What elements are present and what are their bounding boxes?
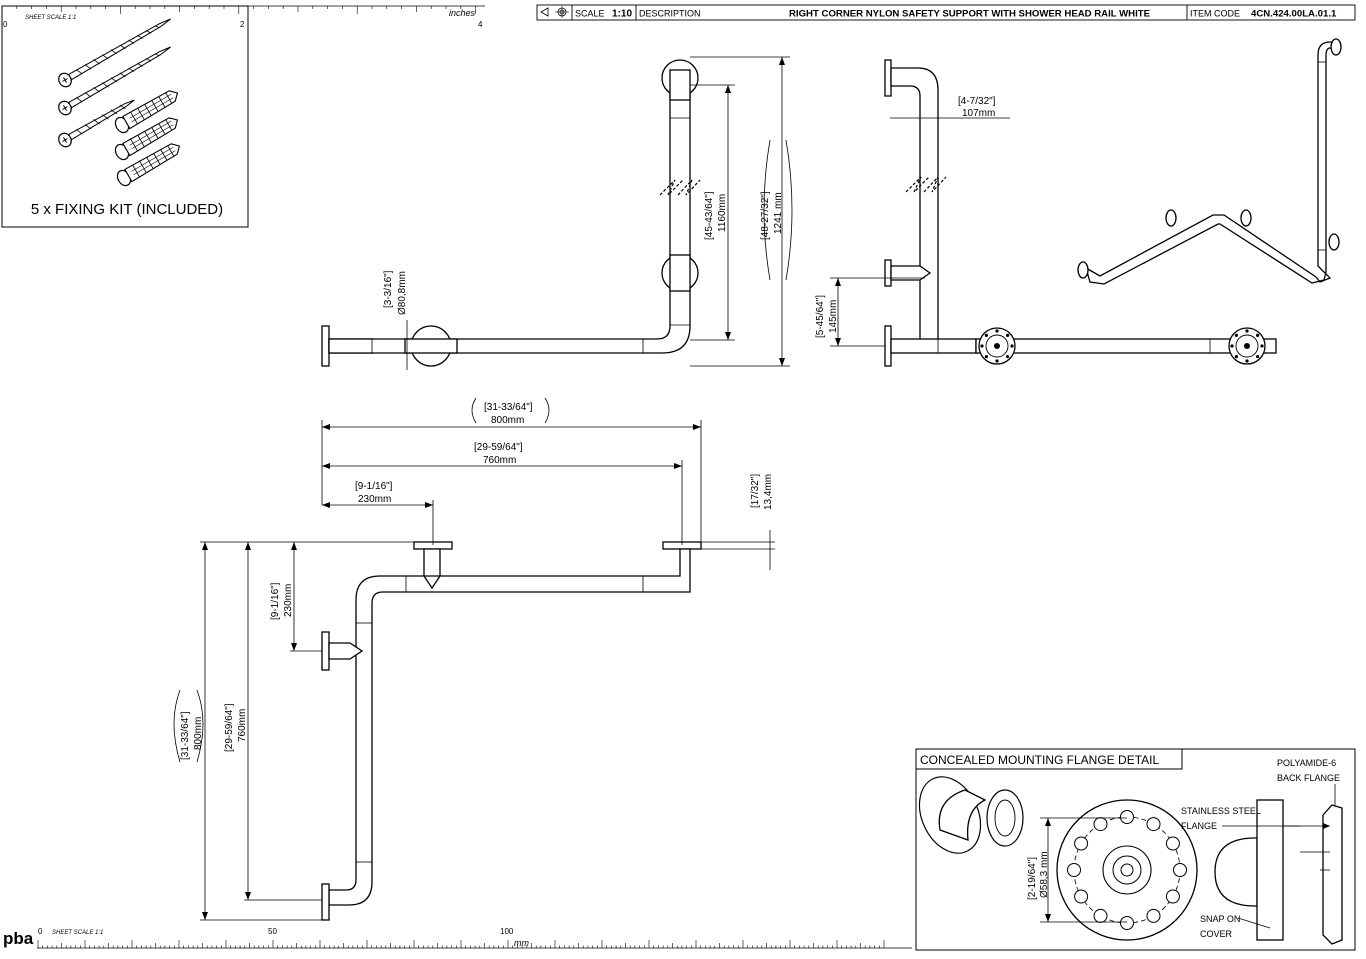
isometric-view (1077, 38, 1342, 285)
bottom-ruler-sheet-scale: SHEET SCALE 1:1 (52, 930, 103, 936)
label-snap-cover-line1: SNAP ON (1200, 914, 1240, 924)
item-code: 4CN.424.00LA.01.1 (1251, 9, 1337, 20)
plan-dim-mid-in: [9-1/16"] (355, 481, 393, 492)
bolt-hole (1074, 836, 1089, 851)
plan-view: [31-33/64"] 800mm [29-59/64"] 760mm [9-1… (173, 397, 775, 921)
front-dim-inner-in: [45-43/64"] (704, 191, 715, 240)
bolt-hole (1006, 333, 1010, 337)
plan-dim-side-mid-mm: 230mm (283, 584, 294, 617)
bottom-mm-ruler: pba 0 SHEET SCALE 1:1 50 100 mm (3, 927, 912, 949)
side-view: [4-7/32"] 107mm [5-45/64"] 145mm (815, 59, 1277, 367)
flange-iso-icon (918, 776, 1024, 854)
bolt-hole (1120, 916, 1134, 930)
bolt-hole (1260, 344, 1264, 348)
plan-dim-side-span-in: [29-59/64"] (224, 703, 235, 752)
plan-dim-mid-mm: 230mm (358, 494, 391, 505)
bolt-hole (1165, 889, 1180, 904)
bottom-ruler-unit: mm (514, 938, 529, 948)
top-inch-ruler: SHEET SCALE 1:1 inches 0 2 4 (1, 5, 485, 29)
plan-dim-overall-in: [31-33/64"] (484, 402, 533, 413)
flange-dim-diameter-mm: Ø58,3 mm (1039, 851, 1050, 898)
front-dim-inner-mm: 1160mm (717, 194, 728, 232)
projection-symbol-icon (540, 6, 569, 18)
bolt-hole (1093, 908, 1108, 923)
top-ruler-tick-4: 4 (478, 20, 483, 29)
front-dim-diameter-mm: Ø80,8mm (397, 271, 408, 315)
bolt-hole (1120, 810, 1134, 824)
side-dim-drop-in: [5-45/64"] (815, 295, 826, 338)
item-code-label: ITEM CODE (1190, 9, 1240, 19)
top-ruler-tick-2: 2 (240, 20, 245, 29)
plan-dim-span-mm: 760mm (483, 455, 516, 466)
bolt-hole (1074, 889, 1089, 904)
fixing-kit-caption: 5 x FIXING KIT (INCLUDED) (31, 201, 223, 218)
bottom-ruler-tick-100: 100 (500, 927, 514, 936)
top-ruler-tick-0: 0 (3, 20, 8, 29)
front-dim-outer-mm: 1241 mm (773, 192, 784, 234)
plan-dim-flange-in: [17/32"] (750, 474, 761, 508)
side-dim-offset-in: [4-7/32"] (958, 96, 996, 107)
plan-dim-side-overall-mm: 800mm (193, 717, 204, 750)
plan-dim-overall-mm: 800mm (491, 415, 524, 426)
bolt-hole (1165, 836, 1180, 851)
bolt-hole (984, 333, 988, 337)
concealed-flange-detail: CONCEALED MOUNTING FLANGE DETAIL [2-19/6… (915, 748, 1356, 951)
screw-icon (58, 18, 171, 148)
scale-label: SCALE (575, 9, 605, 19)
top-ruler-unit: inches (449, 8, 476, 18)
bolt-hole (1010, 344, 1014, 348)
front-view: [3-3/16"] Ø80,8mm [45-43/64"] 1160mm [48… (321, 56, 793, 370)
bolt-hole (1173, 863, 1187, 877)
bolt-hole (984, 355, 988, 359)
bolt-hole (1067, 863, 1081, 877)
bolt-hole (1234, 355, 1238, 359)
label-steel-flange-line2: FLANGE (1181, 821, 1217, 831)
label-back-flange-line1: POLYAMIDE-6 (1277, 758, 1336, 768)
bolt-hole (1256, 333, 1260, 337)
front-dim-diameter-in: [3-3/16"] (383, 270, 394, 308)
wall-plug-icon (114, 90, 181, 187)
bolt-hole (995, 359, 999, 363)
bolt-hole (1256, 355, 1260, 359)
top-ruler-sheet-scale: SHEET SCALE 1:1 (25, 15, 76, 21)
side-dim-drop-mm: 145mm (828, 300, 839, 333)
plan-dim-span-in: [29-59/64"] (474, 442, 523, 453)
bolt-hole (995, 329, 999, 333)
bolt-hole (1245, 359, 1249, 363)
front-dim-outer-in: [48-27/32"] (760, 191, 771, 240)
label-back-flange-line2: BACK FLANGE (1277, 773, 1340, 783)
fixing-kit-panel: 5 x FIXING KIT (INCLUDED) (1, 5, 249, 228)
bolt-hole (980, 344, 984, 348)
bolt-hole (1230, 344, 1234, 348)
bottom-ruler-tick-0: 0 (38, 927, 43, 936)
bolt-hole (1245, 329, 1249, 333)
plan-dim-flange-mm: 13,4mm (763, 474, 774, 510)
flange-dim-diameter-in: [2-19/64"] (1027, 857, 1038, 900)
product-description: RIGHT CORNER NYLON SAFETY SUPPORT WITH S… (789, 9, 1151, 20)
side-dim-offset-mm: 107mm (962, 108, 995, 119)
title-block: SCALE 1:10 DESCRIPTION RIGHT CORNER NYLO… (536, 4, 1356, 21)
flange-detail-title: CONCEALED MOUNTING FLANGE DETAIL (920, 753, 1159, 767)
bolt-hole (1146, 908, 1161, 923)
label-steel-flange-line1: STAINLESS STEEL (1181, 806, 1261, 816)
bolt-hole (1146, 817, 1161, 832)
plan-dim-side-overall-in: [31-33/64"] (180, 711, 191, 760)
bolt-hole (1006, 355, 1010, 359)
plan-dim-side-mid-in: [9-1/16"] (270, 582, 281, 620)
plan-dim-side-span-mm: 760mm (237, 709, 248, 742)
scale-value: 1:10 (612, 9, 632, 20)
bolt-hole (1234, 333, 1238, 337)
description-label: DESCRIPTION (639, 9, 701, 19)
bolt-hole (1093, 817, 1108, 832)
label-snap-cover-line2: COVER (1200, 929, 1233, 939)
pba-logo: pba (3, 929, 34, 948)
bottom-ruler-tick-50: 50 (268, 927, 277, 936)
